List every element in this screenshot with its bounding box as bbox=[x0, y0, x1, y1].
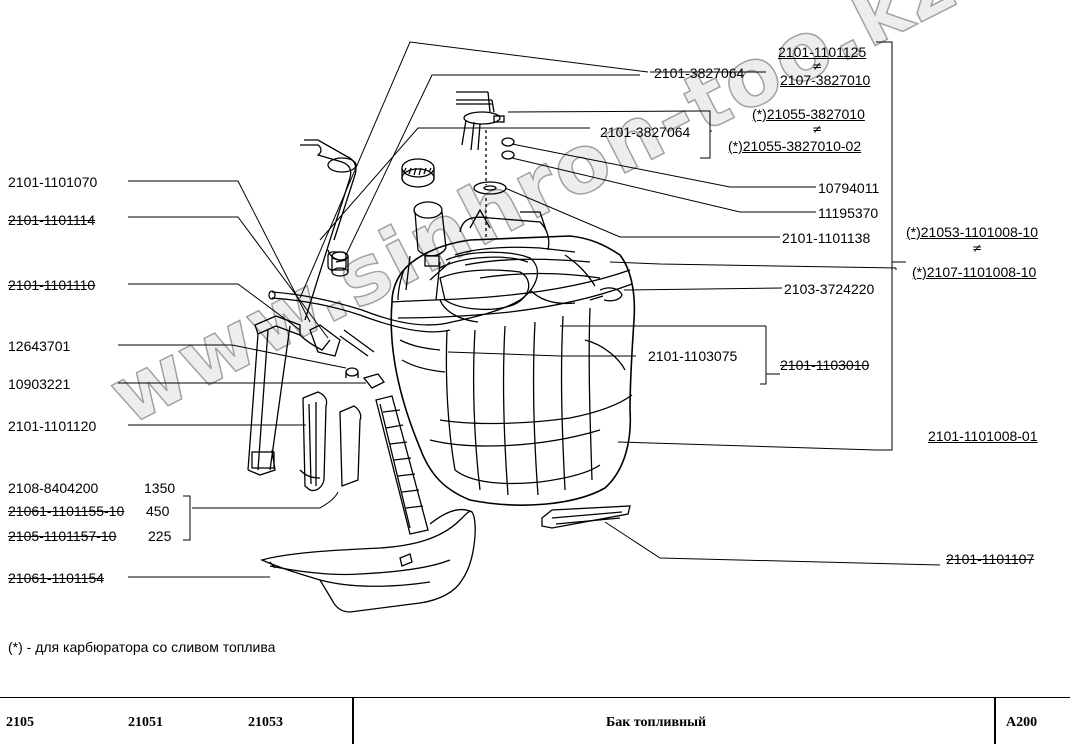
model-2105: 2105 bbox=[6, 715, 34, 730]
label-2107-1101008-10: (*)2107-1101008-10 bbox=[912, 264, 1037, 280]
label-2105-1101157-10: 2105-1101157-10 bbox=[8, 528, 117, 544]
label-2107-3827010: 2107-3827010 bbox=[780, 72, 871, 88]
title-block: 2105 21051 21053 Бак топливный A200 bbox=[0, 697, 1070, 744]
label-2101-1101008-01: 2101-1101008-01 bbox=[928, 428, 1038, 444]
fuel-tank-body bbox=[390, 208, 636, 506]
label-2101-1101070: 2101-1101070 bbox=[8, 174, 98, 190]
divider bbox=[352, 698, 354, 744]
mounting-bracket bbox=[247, 315, 385, 479]
label-2101-3827064-top: 2101-3827064 bbox=[654, 65, 745, 81]
qty-450: 450 bbox=[146, 503, 170, 519]
label-2101-1101120: 2101-1101120 bbox=[8, 418, 97, 434]
fuel-sender-unit bbox=[456, 91, 515, 240]
sheet-title: Бак топливный bbox=[606, 715, 707, 730]
model-21051: 21051 bbox=[128, 715, 163, 730]
label-2101-1101110: 2101-1101110 bbox=[8, 277, 96, 293]
label-2101-3827064-mid: 2101-3827064 bbox=[600, 124, 691, 140]
qty-225: 225 bbox=[148, 528, 172, 544]
qty-1350: 1350 bbox=[144, 480, 176, 496]
fuel-pipes bbox=[268, 139, 623, 333]
label-21055-3827010-02: (*)21055-3827010-02 bbox=[728, 138, 862, 154]
label-2101-1101138: 2101-1101138 bbox=[782, 230, 871, 246]
model-21053: 21053 bbox=[248, 715, 283, 730]
label-2101-1103010: 2101-1103010 bbox=[780, 357, 870, 373]
label-21061-1101154: 21061-1101154 bbox=[8, 570, 105, 586]
footnote: (*) - для карбюратора со сливом топлива bbox=[8, 639, 276, 655]
label-10794011: 10794011 bbox=[818, 180, 880, 196]
label-12643701: 12643701 bbox=[8, 338, 71, 354]
label-2108-8404200: 2108-8404200 bbox=[8, 480, 99, 496]
leader-lines bbox=[118, 41, 941, 578]
label-21053-1101008-10: (*)21053-1101008-10 bbox=[906, 224, 1039, 240]
label-2101-1103075: 2101-1103075 bbox=[648, 348, 738, 364]
divider bbox=[994, 698, 996, 744]
filler-neck bbox=[397, 158, 447, 301]
not-equal-sign: ≠ bbox=[812, 122, 823, 136]
not-equal-sign: ≠ bbox=[812, 59, 823, 73]
label-21061-1101155-10: 21061-1101155-10 bbox=[8, 503, 125, 519]
label-2101-1101114: 2101-1101114 bbox=[8, 212, 96, 228]
label-2101-1101125: 2101-1101125 bbox=[778, 44, 867, 60]
not-equal-sign: ≠ bbox=[972, 241, 983, 255]
label-11195370: 11195370 bbox=[818, 205, 879, 221]
label-2101-1101107: 2101-1101107 bbox=[946, 551, 1035, 567]
protective-shields bbox=[260, 391, 631, 613]
label-10903221: 10903221 bbox=[8, 376, 71, 392]
sheet-code: A200 bbox=[1006, 715, 1038, 730]
level-float bbox=[331, 251, 349, 277]
label-2103-3724220: 2103-3724220 bbox=[784, 281, 875, 297]
label-21055-3827010: (*)21055-3827010 bbox=[752, 106, 865, 122]
